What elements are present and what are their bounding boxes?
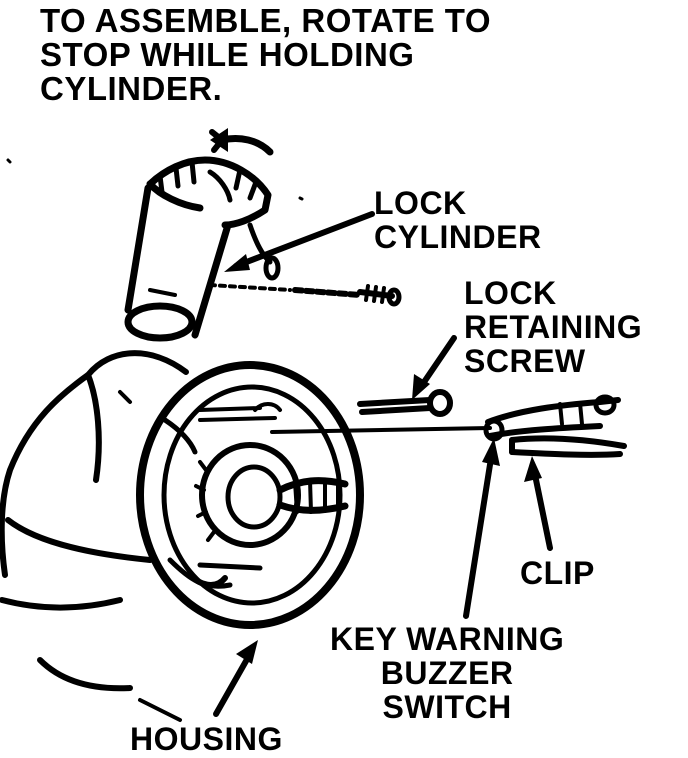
label-line: RETAINING <box>464 309 643 345</box>
rotation-arrow <box>209 128 274 156</box>
lock-cylinder-drawing <box>124 156 281 342</box>
label-line: KEY WARNING <box>330 621 565 657</box>
alignment-dashes <box>208 283 363 298</box>
housing-drawing <box>136 361 364 629</box>
label-housing: HOUSING <box>130 722 283 756</box>
specks <box>6 158 304 201</box>
label-line: HOUSING <box>130 721 283 757</box>
label-line: CYLINDER <box>374 219 542 255</box>
label-line: CLIP <box>520 555 595 591</box>
hand-drawing <box>0 350 189 722</box>
label-line: LOCK <box>374 185 467 221</box>
label-line: BUZZER <box>380 655 514 691</box>
retaining-screw-small <box>357 284 402 307</box>
assembly-line <box>270 426 492 434</box>
label-key-warning-buzzer-switch: KEY WARNING BUZZER SWITCH <box>330 622 564 724</box>
label-line: SWITCH <box>382 689 512 725</box>
clip-drawing <box>509 435 627 458</box>
label-line: SCREW <box>464 343 586 379</box>
label-clip: CLIP <box>520 556 595 590</box>
instruction-line: TO ASSEMBLE, ROTATE TO <box>40 2 492 39</box>
label-lock-retaining-screw: LOCK RETAINING SCREW <box>464 276 642 378</box>
label-line: LOCK <box>464 275 557 311</box>
buzzer-switch-drawing <box>483 394 621 442</box>
lock-retaining-screw-drawing <box>357 389 453 417</box>
instruction-line: STOP WHILE HOLDING <box>40 36 415 73</box>
label-lock-cylinder: LOCK CYLINDER <box>374 186 542 254</box>
leader-arrows <box>213 211 553 717</box>
assembly-instruction: TO ASSEMBLE, ROTATE TO STOP WHILE HOLDIN… <box>40 4 491 106</box>
instruction-line: CYLINDER. <box>40 70 223 107</box>
